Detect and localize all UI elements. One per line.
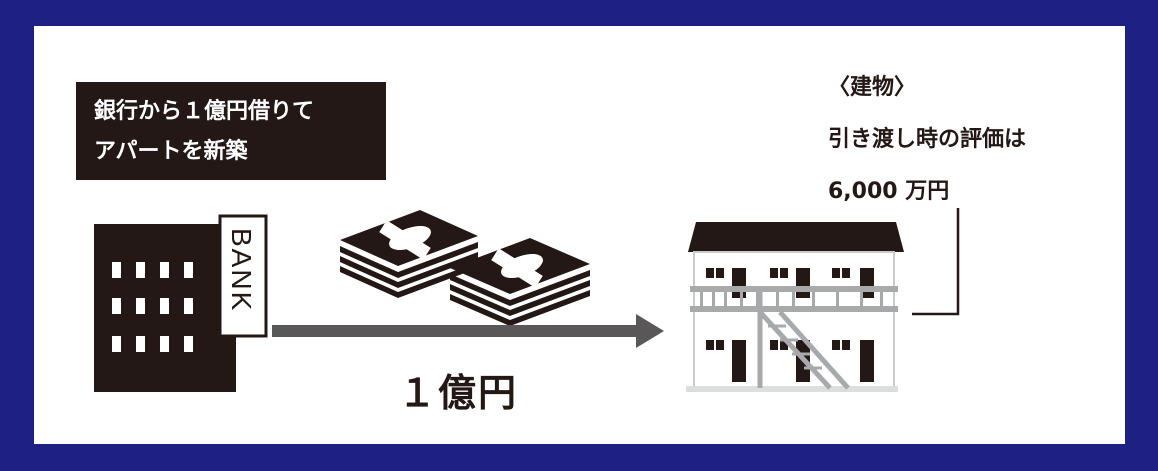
money-stack-icon <box>450 238 590 326</box>
building-valuation-line-1: 引き渡し時の評価は <box>828 127 1027 152</box>
bank-building-icon: BANK <box>94 214 268 392</box>
loan-caption-line-1: 銀行から１億円借りて <box>94 99 315 124</box>
building-valuation-line-2: 6,000 万円 <box>828 179 950 204</box>
loan-caption: 銀行から１億円借りて アパートを新築 <box>76 82 386 180</box>
apartment-building-icon <box>686 222 904 392</box>
building-valuation-caption: 〈建物〉 引き渡し時の評価は 6,000 万円 <box>828 62 1026 218</box>
transfer-arrow <box>272 314 664 348</box>
building-heading: 〈建物〉 <box>828 75 917 100</box>
callout-leader-line <box>912 208 960 316</box>
transfer-amount-label: １億円 <box>398 371 519 415</box>
money-stack-icon <box>340 210 478 298</box>
bank-sign-text: BANK <box>226 228 257 312</box>
loan-caption-line-2: アパートを新築 <box>94 139 248 164</box>
